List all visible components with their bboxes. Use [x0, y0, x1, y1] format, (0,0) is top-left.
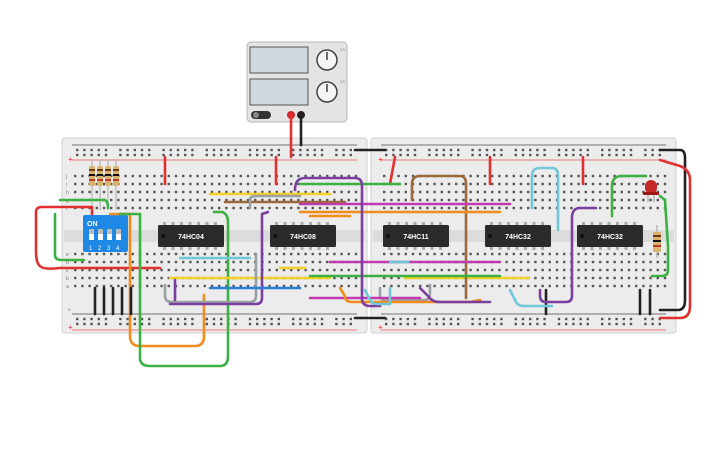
- black-wire[interactable]: [93, 286, 133, 316]
- led[interactable]: [643, 180, 659, 202]
- cyan-wire[interactable]: [508, 288, 554, 308]
- row-letter: i: [66, 182, 67, 188]
- green-wire[interactable]: [118, 210, 230, 368]
- row-letter: a: [66, 284, 69, 290]
- row-letter: b: [66, 276, 69, 282]
- cyan-wire[interactable]: [530, 166, 560, 232]
- chip-label: 74HC08: [290, 234, 316, 241]
- chip-u5[interactable]: 74HC32: [577, 222, 643, 250]
- gray-wire[interactable]: [248, 194, 302, 210]
- green-wire[interactable]: [53, 212, 86, 262]
- rail-sign-plus: +: [378, 323, 383, 332]
- orange-wire[interactable]: [338, 286, 482, 304]
- row-letter: h: [66, 190, 69, 196]
- purple-wire[interactable]: [168, 210, 270, 306]
- dip-switch-key-4[interactable]: [116, 229, 121, 240]
- red-wire[interactable]: [658, 158, 692, 320]
- dip-switch-number: 2: [98, 246, 102, 252]
- red-wire[interactable]: [34, 205, 162, 270]
- chip-label: 74HC11: [403, 234, 428, 241]
- chip-label: 74HC32: [597, 234, 623, 241]
- chip-label: 74HC32: [505, 234, 531, 241]
- green-wire[interactable]: [610, 174, 648, 218]
- chip-u2[interactable]: 74HC08: [270, 222, 336, 250]
- row-letter: c: [66, 268, 69, 274]
- row-letter: f: [66, 206, 68, 212]
- voltage-display: [249, 46, 309, 74]
- wires: [34, 113, 692, 368]
- rail-sign-plus: +: [68, 155, 73, 164]
- chip-label: 74HC04: [178, 234, 204, 241]
- dip-switch-key-1[interactable]: [89, 229, 94, 240]
- red-wire[interactable]: [388, 155, 397, 186]
- brown-wire[interactable]: [410, 174, 468, 300]
- dip-switch-number: 1: [89, 246, 93, 252]
- current-display: [249, 78, 309, 106]
- power-supply[interactable]: CV CC: [246, 41, 348, 123]
- dip-switch-number: 4: [116, 246, 120, 252]
- row-letter: j: [65, 174, 67, 180]
- green-wire[interactable]: [650, 194, 670, 278]
- rail-sign-plus: +: [68, 323, 73, 332]
- cyan-wire[interactable]: [363, 286, 392, 306]
- voltage-knob-label: CV: [340, 47, 346, 52]
- chip-u4[interactable]: 74HC32: [485, 222, 551, 250]
- current-knob-label: CC: [340, 79, 346, 84]
- dip-switch-key-2[interactable]: [98, 229, 103, 240]
- chip-u3[interactable]: 74HC11: [383, 222, 449, 250]
- green-wire[interactable]: [58, 198, 110, 210]
- dip-switch-on-label: ON: [87, 221, 98, 228]
- black-wire[interactable]: [658, 148, 687, 312]
- gray-wire[interactable]: [163, 252, 258, 304]
- ic-chips: 74HC04 74HC08 74HC11 74HC32 74HC32: [158, 222, 643, 250]
- rail-sign-minus: -: [68, 305, 71, 314]
- dip-switch-key-3[interactable]: [107, 229, 112, 240]
- led-resistor: [653, 225, 661, 258]
- rail-sign-plus: +: [378, 155, 383, 164]
- row-letter: d: [66, 260, 69, 266]
- chip-u1[interactable]: 74HC04: [158, 222, 224, 250]
- purple-wire[interactable]: [538, 206, 598, 304]
- purple-wire[interactable]: [293, 176, 382, 308]
- dip-switch-number: 3: [107, 246, 111, 252]
- row-letter: e: [66, 252, 69, 258]
- purple-wire[interactable]: [418, 286, 492, 304]
